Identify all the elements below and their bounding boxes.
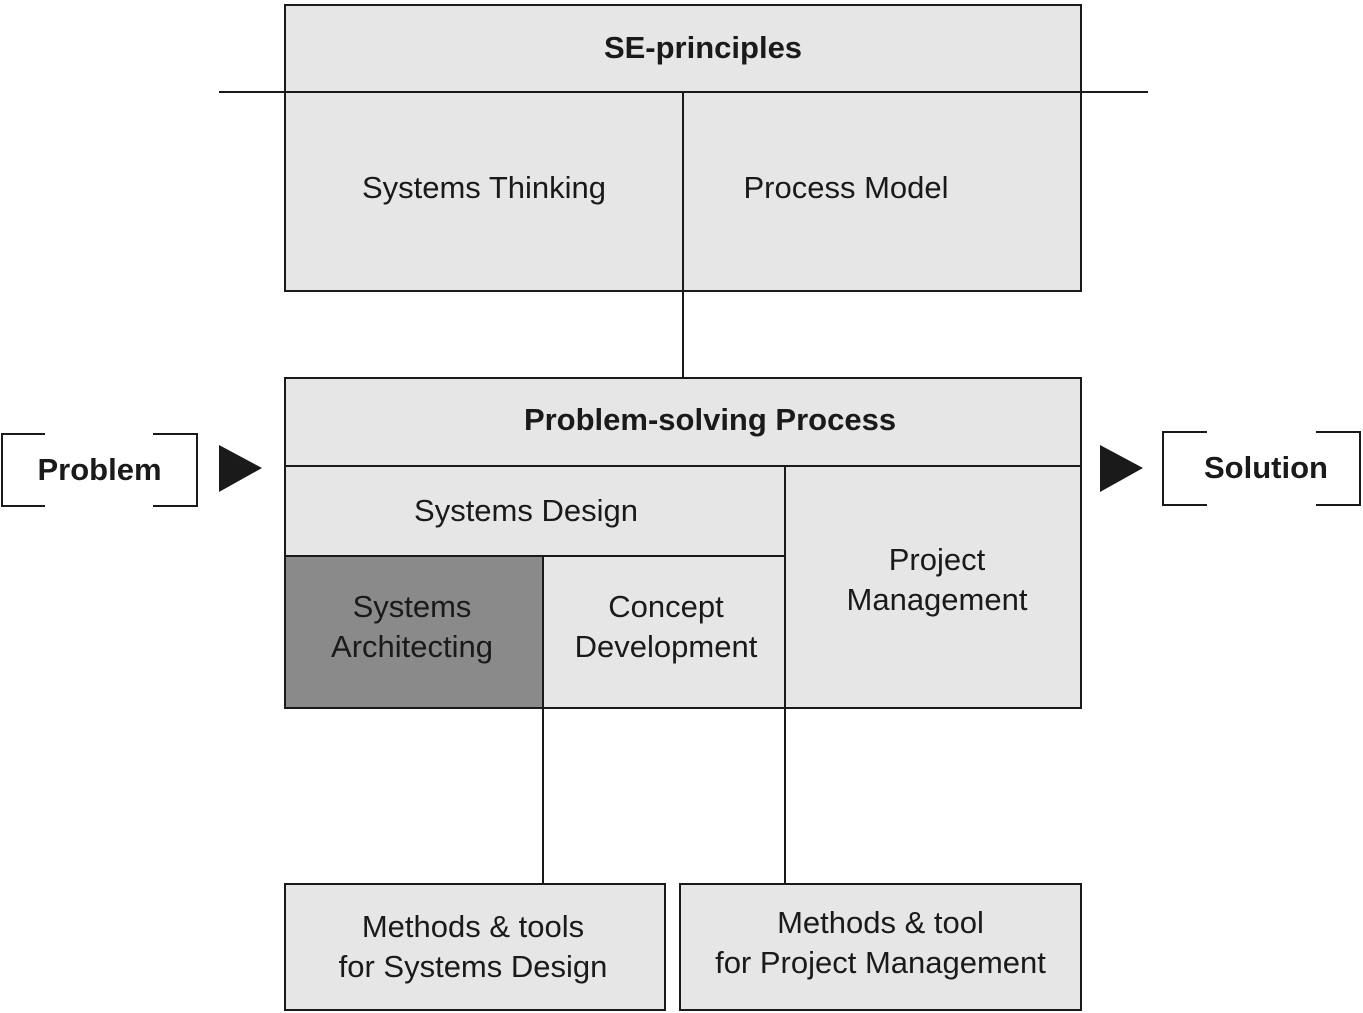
arrow-problem-to-process-icon (219, 445, 262, 492)
se-principles-title: SE-principles (603, 30, 803, 66)
concept-development-label: Concept Development (574, 588, 758, 664)
solution-bracket (1162, 431, 1361, 506)
methods-pm-label: Methods & tool for Project Management (715, 904, 1046, 980)
systems-architecting-label: Systems Architecting (331, 588, 493, 664)
problem-label: Problem (37, 451, 162, 487)
process-model-box (682, 91, 1082, 292)
project-management-label: Project Management (846, 541, 1028, 617)
methods-design-label: Methods & tools for Systems Design (338, 908, 608, 984)
project-management-box (784, 465, 1082, 709)
systems-architecting-box (284, 555, 544, 709)
solution-label: Solution (1204, 450, 1328, 486)
arrow-process-to-solution-icon (1100, 445, 1143, 492)
problem-solving-header-box (284, 377, 1082, 467)
systems-thinking-box (284, 91, 684, 292)
problem-bracket (1, 433, 198, 507)
methods-design-box (284, 883, 666, 1011)
systems-design-label: Systems Design (414, 492, 638, 528)
concept-development-box (542, 555, 786, 709)
problem-solving-title: Problem-solving Process (523, 401, 897, 437)
systems-thinking-label: Systems Thinking (361, 169, 607, 205)
process-model-label: Process Model (743, 169, 949, 205)
methods-pm-box (679, 883, 1082, 1011)
